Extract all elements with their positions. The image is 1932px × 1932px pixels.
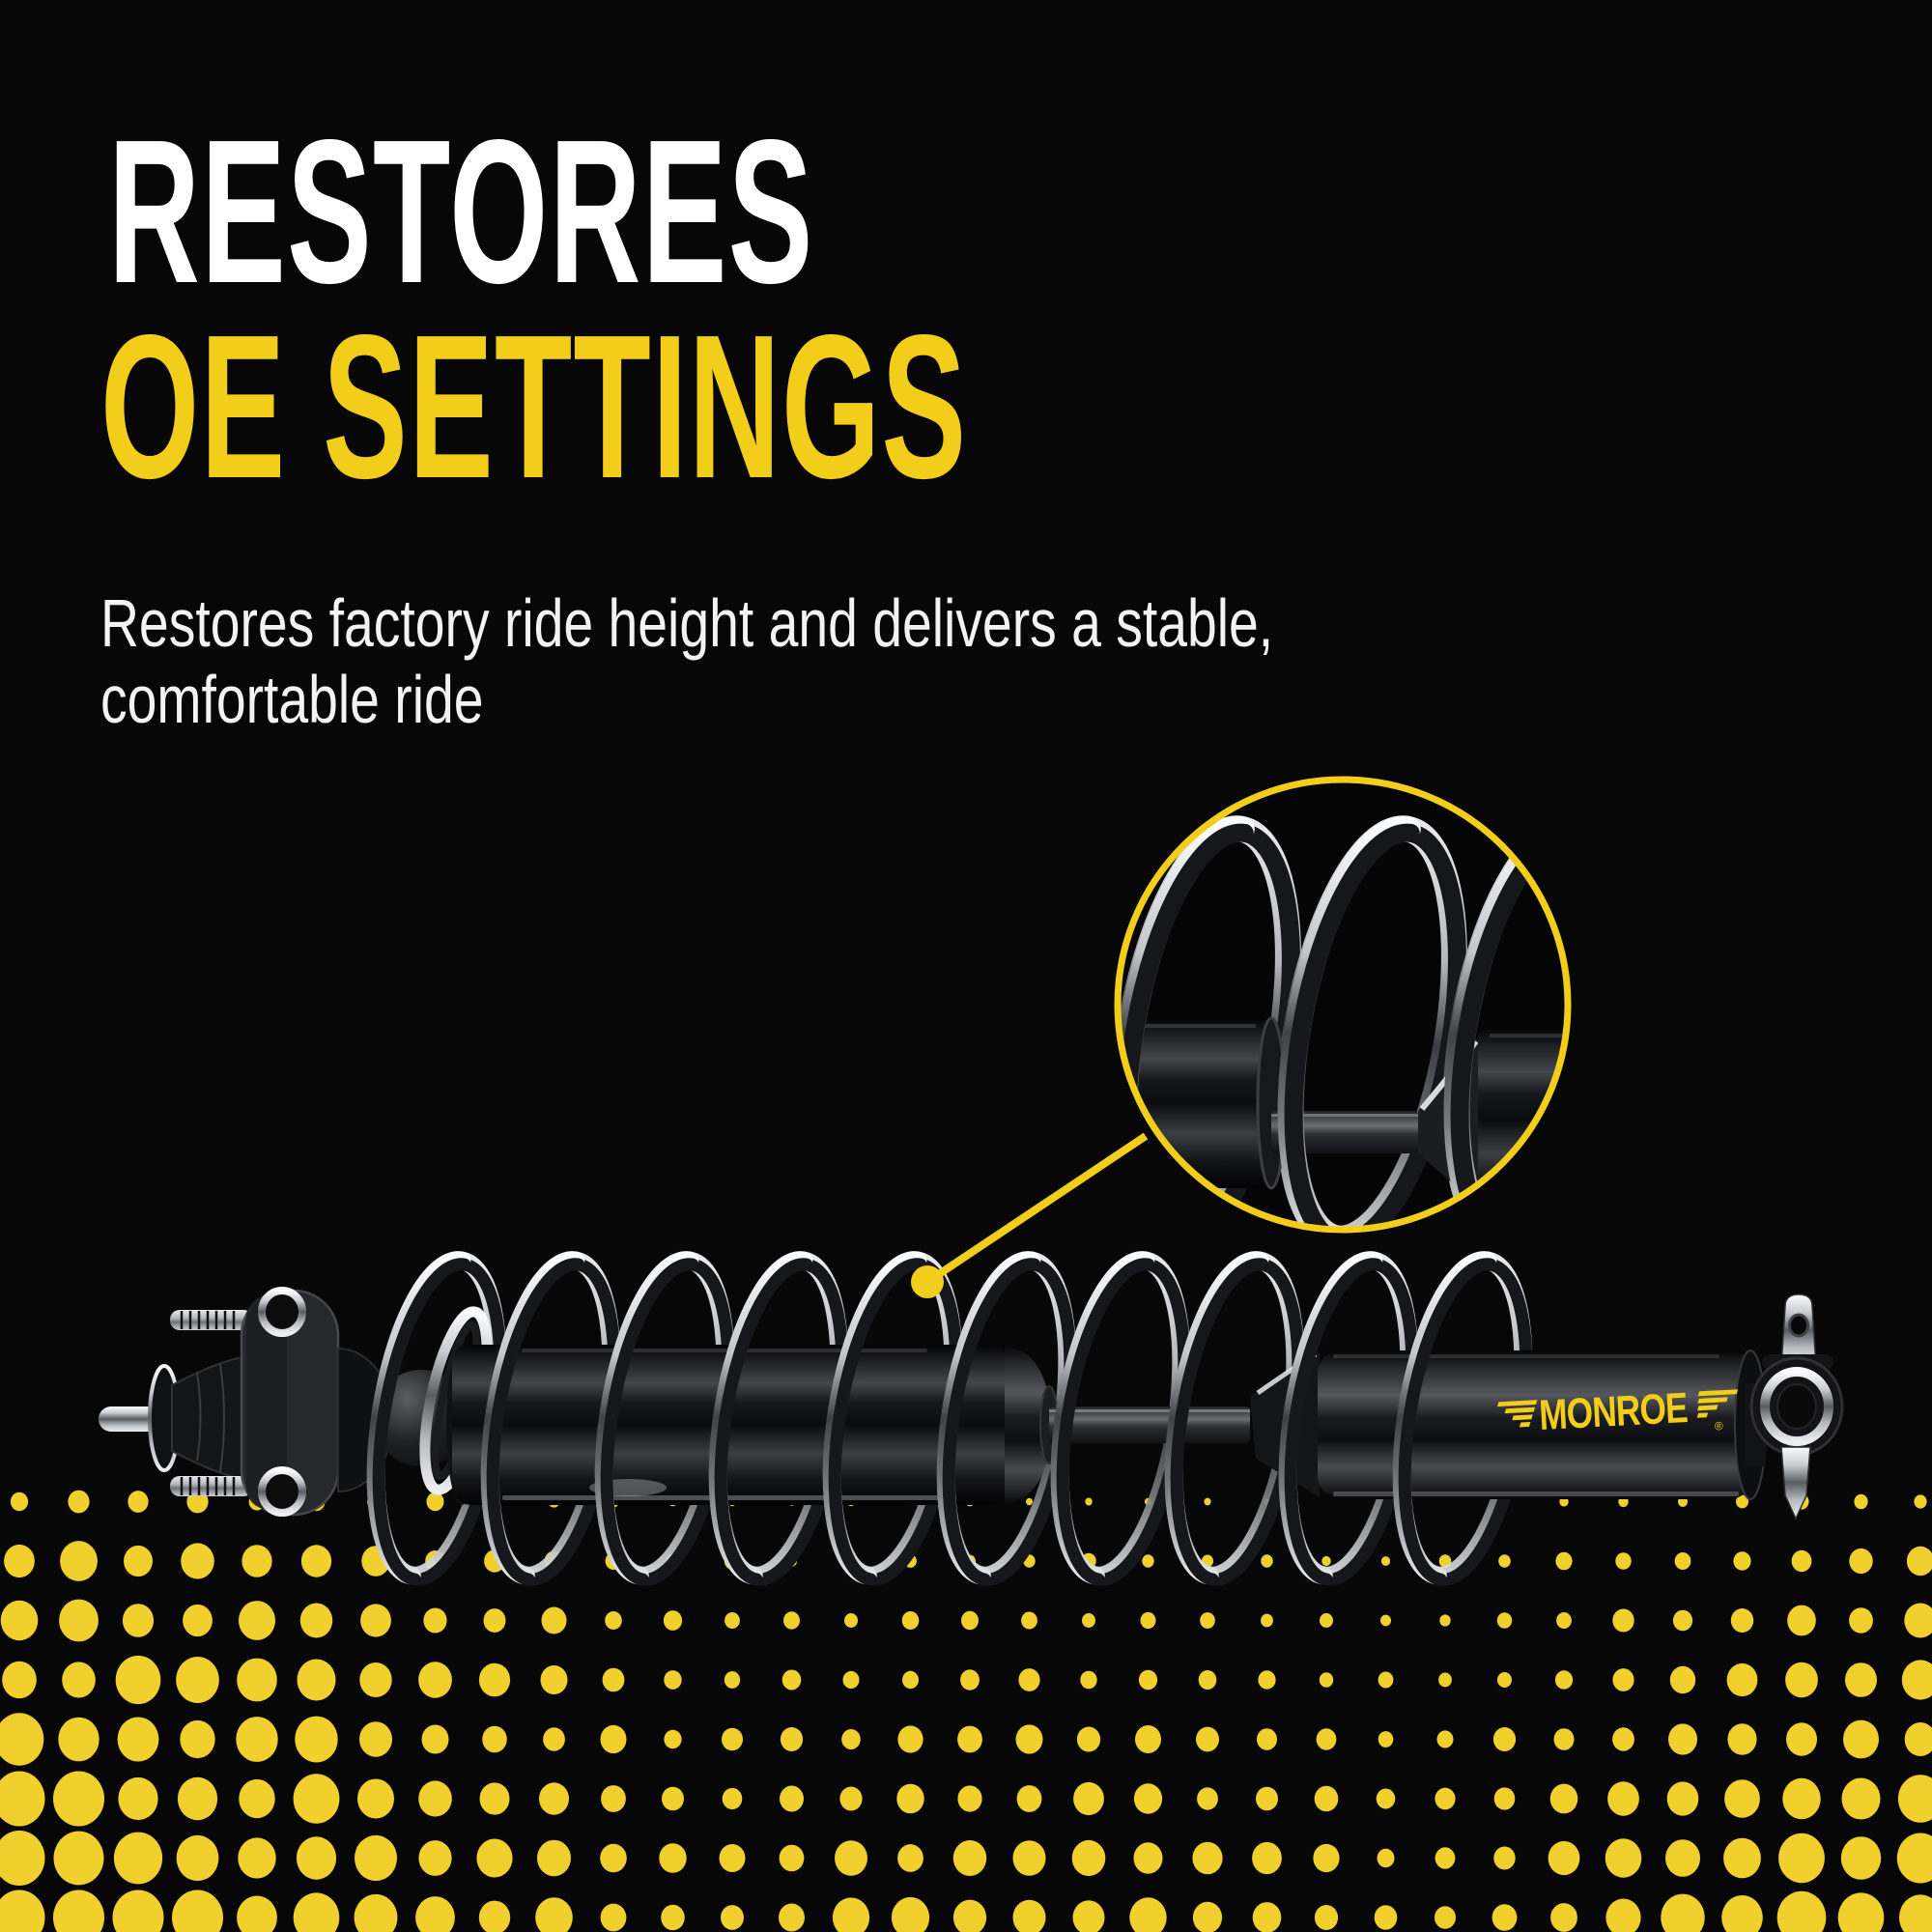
callout-ring (1114, 776, 1572, 1234)
headline-line2: OE SETTINGS (100, 292, 968, 521)
body-copy-line1: Restores factory ride height and deliver… (100, 585, 1274, 661)
bushing-sleeve (1760, 1367, 1833, 1446)
cross-pin-lower (1780, 1446, 1811, 1520)
mount-stud-top (170, 1310, 253, 1330)
body-end-taper (1005, 1345, 1051, 1505)
tube-top-sheen (1333, 1354, 1719, 1358)
body-top-sheen (522, 1349, 927, 1352)
logo-right-wing-icon (1696, 1389, 1739, 1418)
rod-highlight (1049, 1409, 1250, 1412)
dust-tube: MONROE ® (1250, 1350, 1767, 1500)
monroe-logo: MONROE ® (1496, 1384, 1739, 1439)
callout-right-sheen (1490, 1034, 1568, 1037)
cone-ridge (196, 1371, 202, 1462)
cross-pin-hole (1788, 1313, 1809, 1338)
callout (911, 776, 1572, 1298)
body-copy-line2: comfortable ride (100, 662, 484, 737)
piston-rod-tip (99, 1406, 160, 1432)
callout-rod (1271, 1111, 1418, 1153)
tube-cylinder (1318, 1350, 1752, 1499)
body-copy: Restores factory ride height and deliver… (100, 585, 1273, 738)
strut-top-mount (99, 1287, 493, 1517)
cone-ridge (219, 1363, 225, 1473)
flange-hole-bottom (258, 1466, 306, 1517)
rubber-bump-cone (171, 1354, 248, 1482)
plate-shadow (246, 1296, 287, 1509)
headline-line1: RESTORES (108, 97, 814, 326)
coil-spring-front (366, 1251, 1497, 1586)
callout-dot (911, 1265, 944, 1298)
body-bottom-sheen (502, 1495, 956, 1500)
mount-stud-bottom (170, 1476, 253, 1496)
piston-rod (1049, 1406, 1250, 1443)
callout-line (924, 1132, 1149, 1286)
flange-hole-top (258, 1287, 306, 1337)
callout-rod-highlight (1271, 1114, 1418, 1117)
bushing-eye-mount (1745, 1293, 1844, 1520)
halftone-dots (0, 1490, 1932, 1932)
callout-left-sheen (1118, 1024, 1256, 1028)
logo-left-wing-icon (1496, 1400, 1538, 1428)
bushing-core (1776, 1383, 1817, 1430)
tube-bottom-sheen (1333, 1492, 1739, 1496)
monroe-logo-text: MONROE (1538, 1384, 1689, 1439)
registered-mark: ® (1715, 1419, 1724, 1433)
